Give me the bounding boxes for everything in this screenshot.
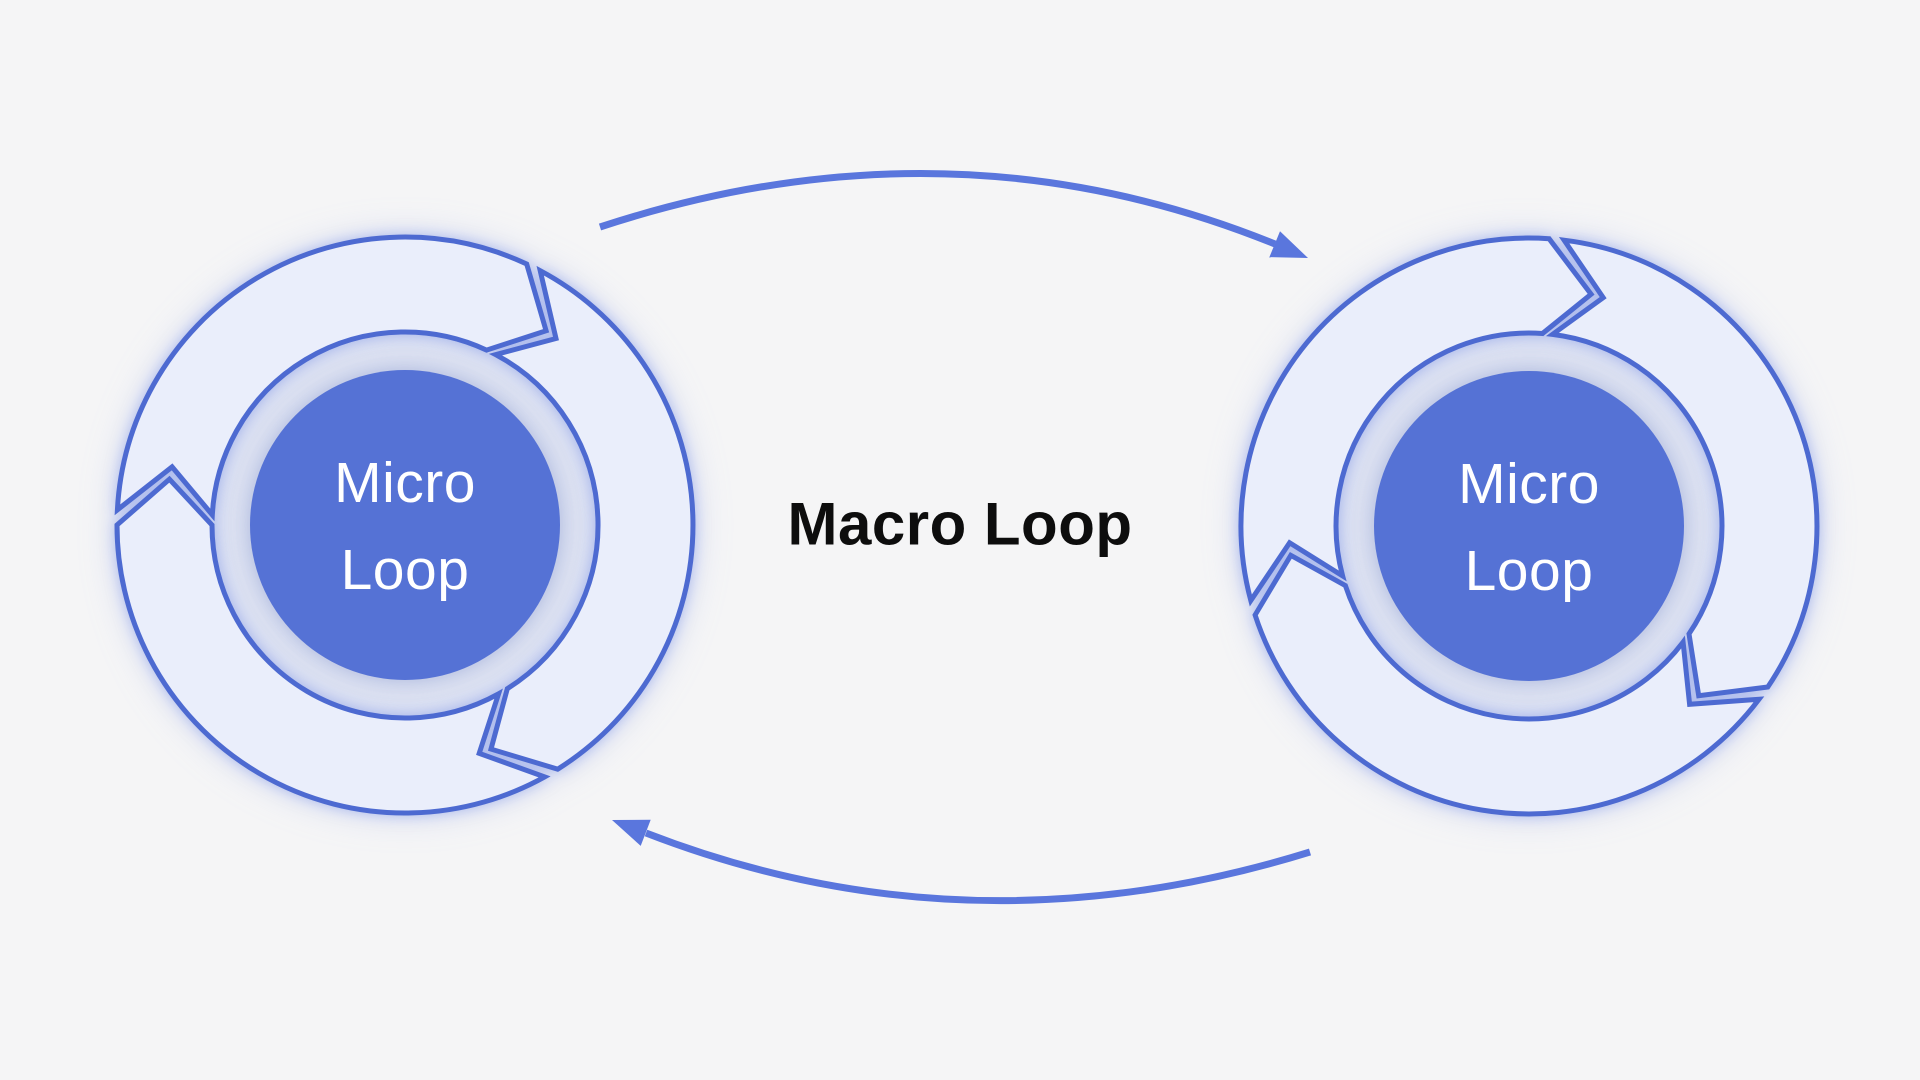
ring-segment xyxy=(114,475,551,816)
top-arrow-curve xyxy=(598,170,1277,248)
left-micro-loop-label-line2: Loop xyxy=(340,538,470,602)
left-micro-loop xyxy=(114,234,696,816)
top-arrowhead-icon xyxy=(1269,231,1308,258)
bottom-arrow xyxy=(612,819,1312,905)
right-micro-loop-label-line2: Loop xyxy=(1464,539,1594,603)
macro-loop-label: Macro Loop xyxy=(787,490,1133,558)
right-micro-loop-label-line1: Micro xyxy=(1458,452,1600,516)
ring-segment xyxy=(114,234,550,522)
ring-segment xyxy=(1545,237,1820,699)
right-ring-segments xyxy=(1238,235,1820,817)
left-micro-loop-label: Micro Loop xyxy=(334,440,476,614)
bottom-arrowhead-icon xyxy=(612,819,651,846)
left-micro-loop-label-line1: Micro xyxy=(334,451,476,515)
left-inner-circle xyxy=(250,370,560,680)
top-arrow xyxy=(598,170,1308,258)
left-ring-segments xyxy=(114,234,696,816)
ring-segment xyxy=(1252,551,1765,817)
bottom-arrow-curve xyxy=(644,829,1312,905)
right-micro-loop xyxy=(1238,235,1820,817)
right-inner-circle xyxy=(1374,371,1684,681)
ring-segment xyxy=(487,265,696,772)
ring-segment xyxy=(1238,235,1595,607)
right-micro-loop-label: Micro Loop xyxy=(1458,441,1600,615)
